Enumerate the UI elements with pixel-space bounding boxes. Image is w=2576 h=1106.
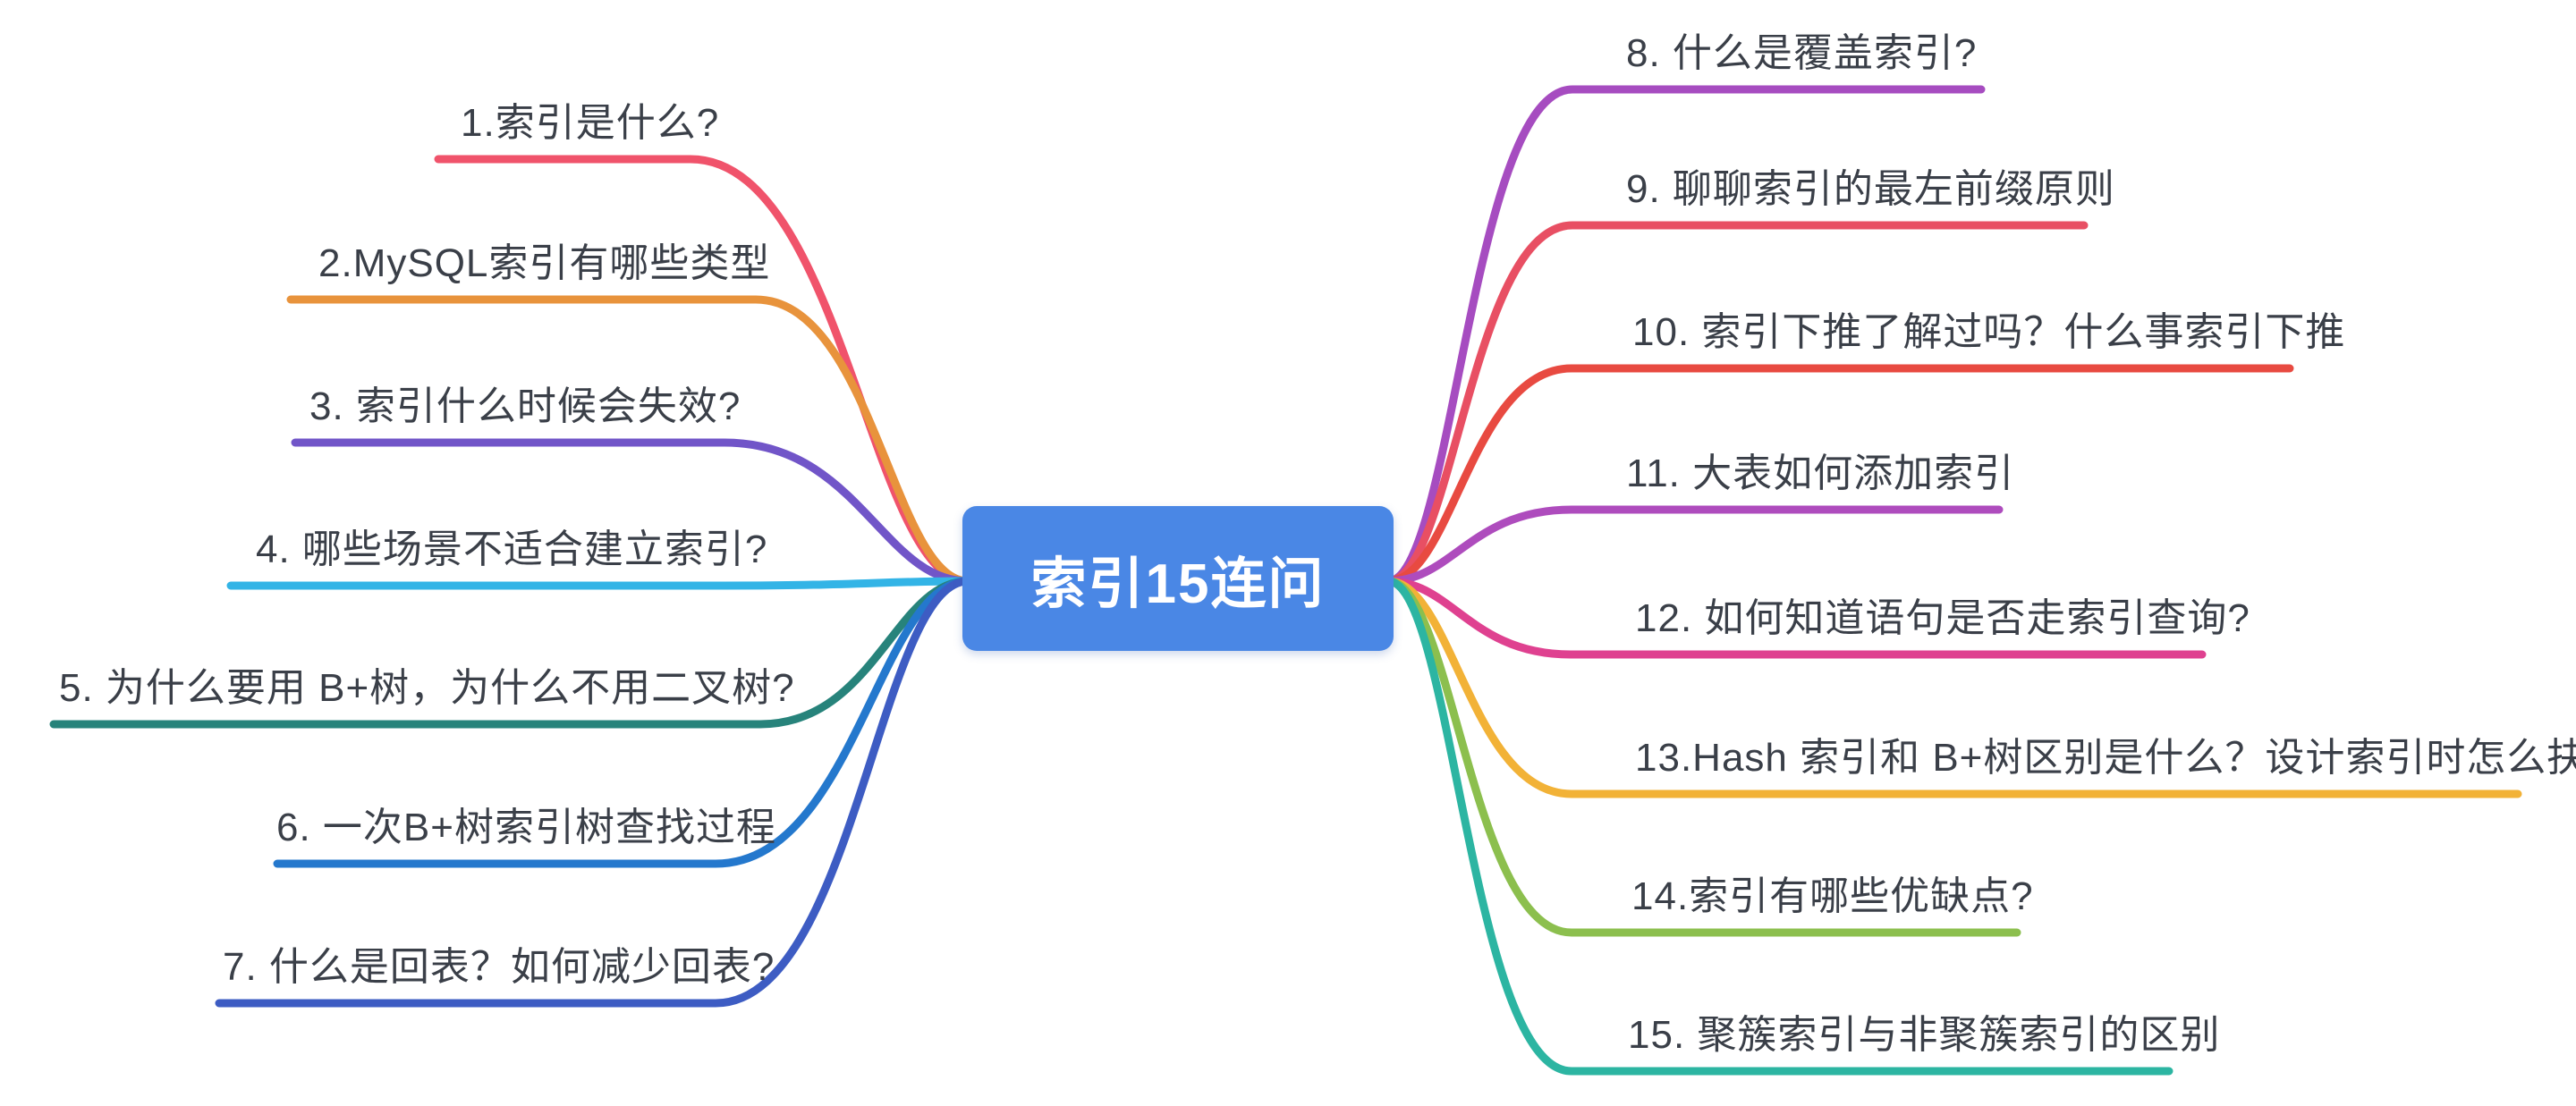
branch-curve-11 bbox=[1384, 505, 2004, 586]
branch-topic-3[interactable]: 3. 索引什么时候会失效? bbox=[309, 384, 741, 428]
branch-topic-15[interactable]: 15. 聚簇索引与非聚簇索引的区别 bbox=[1628, 1013, 2221, 1057]
branch-topic-12[interactable]: 12. 如何知道语句是否走索引查询? bbox=[1635, 596, 2250, 640]
central-topic-label: 索引15连问 bbox=[1030, 553, 1326, 615]
branch-topic-1[interactable]: 1.索引是什么? bbox=[461, 101, 720, 145]
branch-curve-13 bbox=[1384, 577, 2522, 798]
branch-topic-5[interactable]: 5. 为什么要用 B+树，为什么不用二叉树? bbox=[59, 666, 795, 710]
branch-topic-14[interactable]: 14.索引有哪些优缺点? bbox=[1631, 874, 2034, 918]
branch-topic-13[interactable]: 13.Hash 索引和 B+树区别是什么？设计索引时怎么抉择? bbox=[1635, 736, 2576, 780]
branch-topic-4[interactable]: 4. 哪些场景不适合建立索引? bbox=[256, 528, 768, 571]
branch-curve-9 bbox=[1384, 221, 2089, 586]
branch-topic-2[interactable]: 2.MySQL索引有哪些类型 bbox=[318, 241, 771, 285]
branch-curve-15 bbox=[1384, 577, 2174, 1076]
branch-curve-3 bbox=[291, 438, 972, 586]
branch-curve-6 bbox=[273, 577, 972, 868]
branch-curve-2 bbox=[286, 295, 972, 586]
branch-topic-6[interactable]: 6. 一次B+树索引树查找过程 bbox=[276, 806, 776, 849]
branch-curve-12 bbox=[1384, 577, 2207, 659]
branch-curve-7 bbox=[215, 577, 972, 1008]
branch-curve-4 bbox=[226, 577, 972, 590]
branch-topic-9[interactable]: 9. 聊聊索引的最左前缀原则 bbox=[1626, 167, 2115, 211]
branch-curve-1 bbox=[434, 155, 972, 586]
central-topic-node[interactable]: 索引15连问 bbox=[962, 506, 1394, 651]
branch-topic-8[interactable]: 8. 什么是覆盖索引? bbox=[1626, 31, 1978, 75]
branch-curve-8 bbox=[1384, 85, 1986, 586]
branch-topic-7[interactable]: 7. 什么是回表？如何减少回表? bbox=[223, 945, 775, 989]
branch-topic-11[interactable]: 11. 大表如何添加索引 bbox=[1626, 452, 2015, 495]
branch-curve-10 bbox=[1384, 364, 2294, 586]
branch-topic-10[interactable]: 10. 索引下推了解过吗？什么事索引下推 bbox=[1632, 310, 2346, 354]
